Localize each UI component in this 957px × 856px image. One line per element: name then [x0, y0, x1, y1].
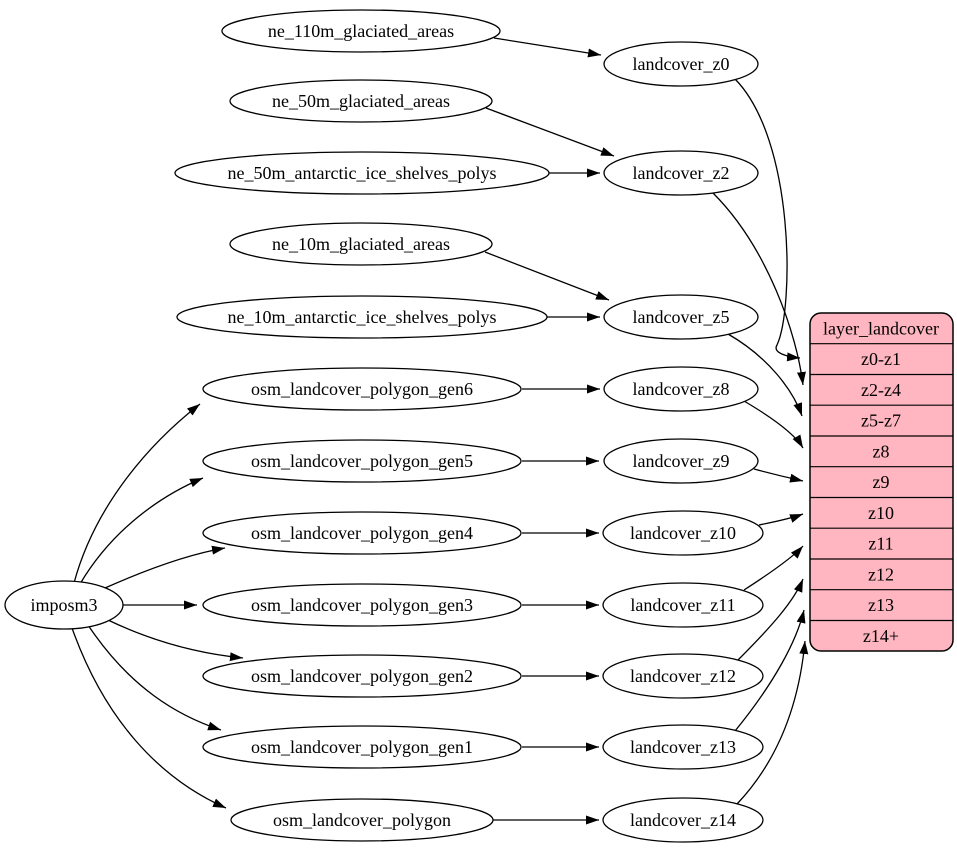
node-ne_10m_glaciated_areas: ne_10m_glaciated_areas — [229, 222, 493, 266]
edge-landcover_z12-row-z12 — [737, 578, 804, 661]
node-landcover_z5: landcover_z5 — [603, 294, 759, 340]
node-label: osm_landcover_polygon_gen3 — [251, 595, 473, 615]
table-row-z11: z11 — [868, 534, 893, 554]
node-label: ne_50m_glaciated_areas — [272, 91, 450, 111]
table-title: layer_landcover — [823, 319, 939, 339]
node-landcover_z2: landcover_z2 — [603, 150, 759, 196]
node-imposm3-label: imposm3 — [30, 595, 97, 615]
node-label: osm_landcover_polygon_gen5 — [251, 451, 473, 471]
node-landcover_z12: landcover_z12 — [602, 653, 764, 699]
node-label: ne_10m_glaciated_areas — [272, 234, 450, 254]
node-ne_110m_glaciated_areas: ne_110m_glaciated_areas — [221, 9, 501, 53]
table-row-z8: z8 — [873, 441, 890, 461]
edges-group — [71, 37, 809, 825]
edge-imposm3-osm_landcover_polygon_gen2 — [107, 619, 244, 662]
node-label: osm_landcover_polygon — [273, 810, 451, 830]
table-row-z5-z7: z5-z7 — [861, 411, 901, 431]
node-label: osm_landcover_polygon_gen4 — [251, 523, 473, 543]
table-row-z13: z13 — [868, 595, 894, 615]
node-label: ne_110m_glaciated_areas — [268, 21, 454, 41]
node-osm_landcover_polygon_gen5: osm_landcover_polygon_gen5 — [202, 439, 522, 483]
node-label: osm_landcover_polygon_gen2 — [251, 666, 473, 686]
node-landcover_z8: landcover_z8 — [603, 366, 759, 412]
node-ne_50m_glaciated_areas: ne_50m_glaciated_areas — [229, 79, 493, 123]
edge-landcover_z0-row-z0-z1 — [734, 78, 801, 362]
node-label: landcover_z2 — [633, 163, 730, 183]
edge-imposm3-osm_landcover_polygon — [71, 627, 227, 809]
table-row-z9: z9 — [873, 472, 890, 492]
node-imposm3: imposm3 — [4, 580, 124, 630]
node-label: landcover_z5 — [633, 307, 730, 327]
edge-landcover_z11-row-z11 — [743, 545, 804, 591]
node-osm_landcover_polygon_gen4: osm_landcover_polygon_gen4 — [202, 511, 522, 555]
node-osm_landcover_polygon_gen3: osm_landcover_polygon_gen3 — [202, 583, 522, 627]
node-label: landcover_z12 — [630, 666, 736, 686]
node-label: ne_50m_antarctic_ice_shelves_polys — [228, 163, 497, 183]
node-label: landcover_z0 — [633, 54, 730, 74]
table-row-z10: z10 — [868, 503, 894, 523]
node-label: osm_landcover_polygon_gen1 — [251, 737, 473, 757]
edge-landcover_z13-row-z13 — [734, 609, 806, 732]
node-label: ne_10m_antarctic_ice_shelves_polys — [228, 307, 497, 327]
node-ne_50m_antarctic_ice_shelves_polys: ne_50m_antarctic_ice_shelves_polys — [174, 151, 550, 195]
edge-imposm3-osm_landcover_polygon_gen6 — [73, 403, 201, 584]
edge-ne_110m_glaciated_areas-landcover_z0 — [493, 37, 602, 58]
node-label: landcover_z13 — [630, 737, 736, 757]
node-osm_landcover_polygon_gen2: osm_landcover_polygon_gen2 — [202, 654, 522, 698]
node-osm_landcover_polygon: osm_landcover_polygon — [230, 798, 494, 842]
edge-ne_50m_glaciated_areas-landcover_z2 — [485, 107, 615, 157]
table-row-z2-z4: z2-z4 — [861, 380, 901, 400]
edge-landcover_z9-row-z9 — [753, 468, 804, 483]
node-landcover_z9: landcover_z9 — [603, 438, 759, 484]
node-osm_landcover_polygon_gen1: osm_landcover_polygon_gen1 — [202, 725, 522, 769]
node-osm_landcover_polygon_gen6: osm_landcover_polygon_gen6 — [202, 367, 522, 411]
edge-landcover_z5-row-z5-z7 — [727, 333, 803, 417]
edge-imposm3-osm_landcover_polygon_gen4 — [104, 545, 226, 589]
edge-ne_10m_glaciated_areas-landcover_z5 — [484, 251, 610, 301]
edge-landcover_z10-row-z10 — [758, 513, 804, 526]
table-row-z0-z1: z0-z1 — [861, 349, 901, 369]
node-label: landcover_z9 — [633, 451, 730, 471]
node-landcover_z0: landcover_z0 — [603, 41, 759, 87]
layer-landcover-table: layer_landcover z0-z1 z2-z4 z5-z7 z8 z9 … — [809, 312, 954, 652]
edge-landcover_z2-row-z2-z4 — [712, 192, 806, 386]
node-landcover_z13: landcover_z13 — [602, 724, 764, 770]
node-landcover_z14: landcover_z14 — [602, 797, 764, 843]
node-ne_10m_antarctic_ice_shelves_polys: ne_10m_antarctic_ice_shelves_polys — [176, 295, 548, 339]
edge-imposm3-osm_landcover_polygon_gen5 — [79, 477, 204, 585]
edge-imposm3-osm_landcover_polygon_gen1 — [87, 624, 222, 731]
table-background — [809, 312, 954, 652]
node-landcover_z11: landcover_z11 — [602, 582, 764, 628]
node-label: osm_landcover_polygon_gen6 — [251, 379, 473, 399]
table-row-z12: z12 — [868, 564, 894, 584]
edge-landcover_z14-row-z14plus — [736, 640, 809, 805]
node-label: landcover_z11 — [630, 595, 735, 615]
node-label: landcover_z10 — [630, 523, 736, 543]
node-label: landcover_z8 — [633, 379, 730, 399]
table-row-z14plus: z14+ — [863, 626, 899, 646]
nodes-group: imposm3 ne_110m_glaciated_areas ne_50m_g… — [4, 9, 764, 843]
edge-landcover_z8-row-z8 — [743, 400, 804, 449]
node-landcover_z10: landcover_z10 — [602, 510, 764, 556]
node-label: landcover_z14 — [630, 810, 736, 830]
